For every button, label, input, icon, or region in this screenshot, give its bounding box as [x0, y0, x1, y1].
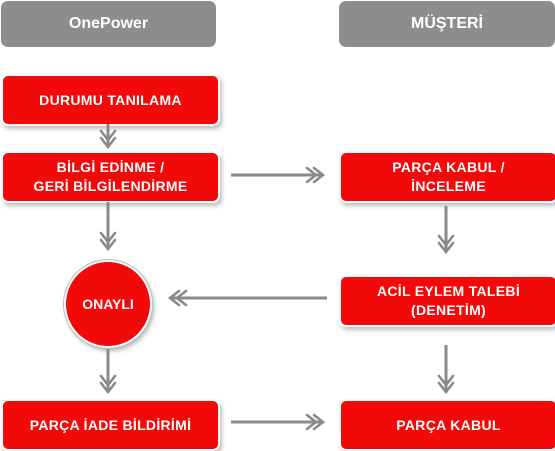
node-part-return-notice-label: PARÇA İADE BİLDİRİMİ — [29, 416, 192, 433]
node-part-acceptance-review-line2: İNCELEME — [411, 178, 486, 194]
node-approved-label: ONAYLI — [82, 296, 134, 312]
node-info-feedback: BİLGİ EDİNME / GERİ BİLGİLENDİRME — [1, 151, 220, 203]
arrow-diagnose-to-info — [99, 124, 117, 150]
arrow-review-to-urgent — [437, 206, 455, 255]
lane-header-customer-label: MÜŞTERİ — [411, 15, 483, 32]
node-info-feedback-line1: BİLGİ EDİNME / — [56, 159, 165, 175]
node-info-feedback-line2: GERİ BİLGİLENDİRME — [33, 178, 188, 194]
lane-header-onepower-label: OnePower — [68, 15, 149, 32]
node-diagnose-label: DURUMU TANILAMA — [39, 91, 182, 108]
node-urgent-action-request: ACİL EYLEM TALEBİ (DENETİM) — [339, 275, 555, 327]
node-diagnose: DURUMU TANILAMA — [1, 74, 220, 126]
arrow-urgent-to-accept — [437, 345, 455, 395]
node-part-acceptance-label: PARÇA KABUL — [396, 416, 501, 433]
node-part-acceptance-review-line1: PARÇA KABUL / — [392, 159, 505, 175]
node-urgent-action-request-line2: (DENETİM) — [410, 302, 487, 318]
arrow-info-to-review — [231, 166, 326, 184]
arrow-approved-to-return — [99, 349, 117, 395]
arrow-info-to-approved — [99, 202, 117, 252]
node-urgent-action-request-line1: ACİL EYLEM TALEBİ — [376, 283, 521, 299]
lane-header-customer: MÜŞTERİ — [339, 1, 555, 47]
arrow-urgent-to-approved — [167, 289, 327, 307]
node-approved: ONAYLI — [64, 260, 152, 348]
arrow-return-to-accept — [231, 413, 326, 431]
lane-header-onepower: OnePower — [1, 1, 216, 47]
node-part-acceptance-review: PARÇA KABUL / İNCELEME — [339, 151, 555, 203]
node-part-return-notice: PARÇA İADE BİLDİRİMİ — [1, 399, 220, 451]
node-part-acceptance: PARÇA KABUL — [339, 399, 555, 451]
